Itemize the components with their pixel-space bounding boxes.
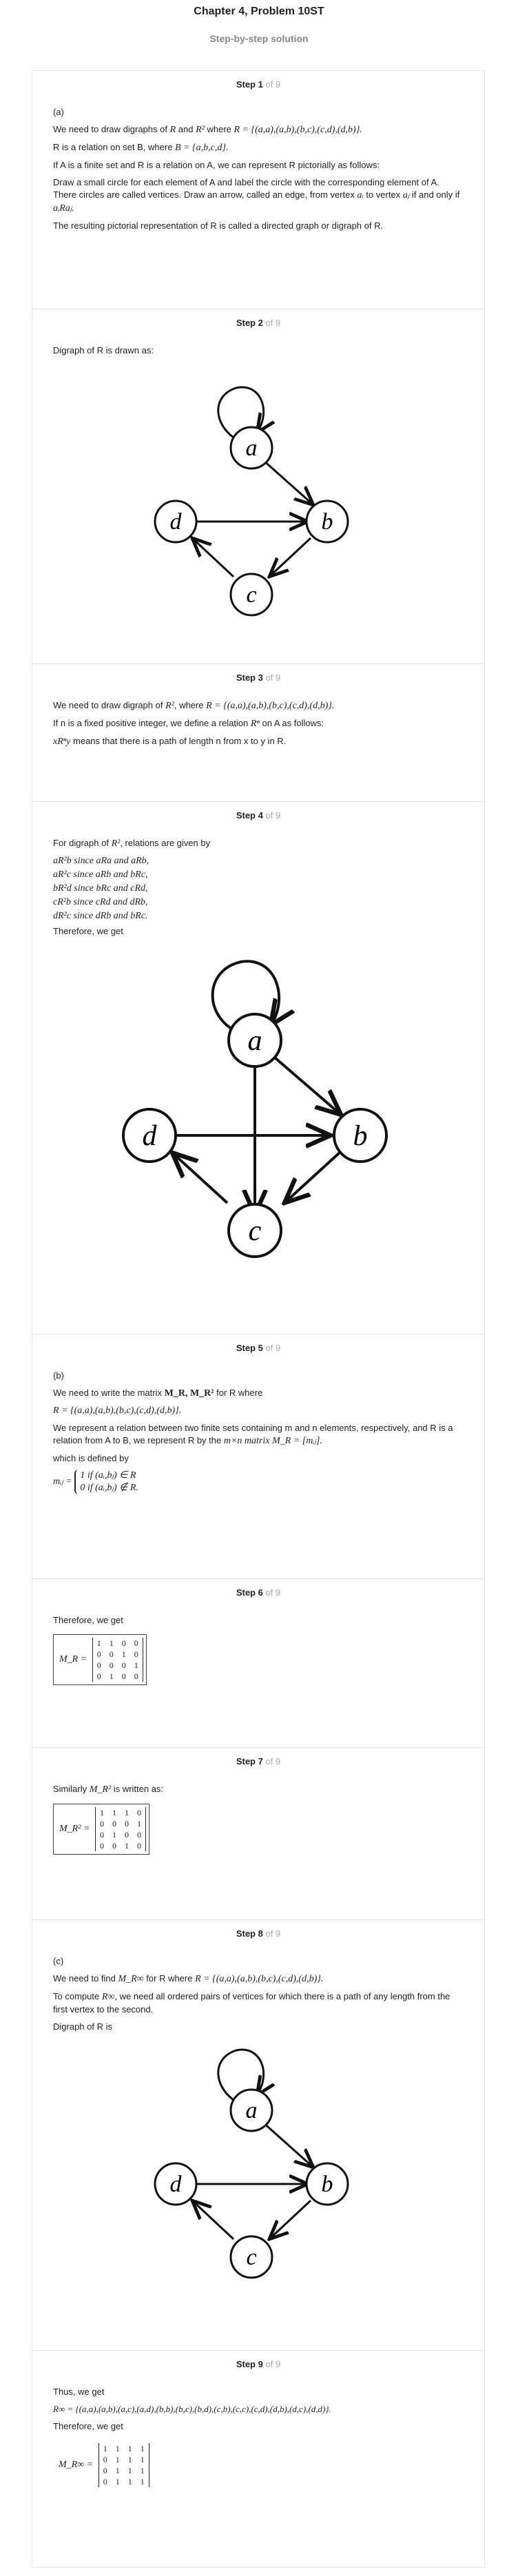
step-text: Therefore, we get xyxy=(53,1615,123,1625)
step-text: We need to draw digraph of R², where R =… xyxy=(53,700,335,711)
edge-c-d xyxy=(192,538,235,578)
node-b xyxy=(305,499,349,544)
page-title: Chapter 4, Problem 10ST xyxy=(194,6,324,17)
step-text: If n is a fixed positive integer, we def… xyxy=(53,718,324,729)
matrix-definition: mᵢⱼ = 1 if (aᵢ,bⱼ) ∈ R 0 if (aᵢ,bⱼ) ∉ R. xyxy=(53,1470,138,1494)
step-1: Step 1 of 9 (a) We need to draw digraphs… xyxy=(32,71,484,309)
step-text: We need to write the matrix M_R, M_R² fo… xyxy=(53,1388,263,1399)
node-label-d: d xyxy=(170,509,183,535)
node-a xyxy=(229,426,273,470)
node-label-c: c xyxy=(246,582,256,608)
step-text: For digraph of R², relations are given b… xyxy=(53,838,211,849)
edge-a-a xyxy=(217,386,264,442)
step-heading: Step 9 of 9 xyxy=(236,2359,281,2369)
node-c xyxy=(229,573,273,617)
step-2: Step 2 of 9 Digraph of R is drawn as: a xyxy=(32,309,484,663)
step-text: We represent a relation between two fini… xyxy=(53,1423,453,1446)
step-text: which is defined by xyxy=(53,1453,129,1463)
step-text: If A is a finite set and R is a relation… xyxy=(53,160,380,170)
step-heading: Step 8 of 9 xyxy=(236,1928,281,1939)
step-8: Step 8 of 9 (c) We need to find M_R∞ for… xyxy=(32,1919,484,2350)
step-text: Draw a small circle for each element of … xyxy=(53,177,460,214)
node-d xyxy=(154,499,198,544)
digraph-r-repeat: a b c d xyxy=(154,2048,349,2279)
part-label: (b) xyxy=(53,1370,64,1381)
step-heading: Step 7 of 9 xyxy=(236,1756,281,1766)
step-text: R is a relation on set B, where B = {a,b… xyxy=(53,142,229,153)
digraph-r: a b c d xyxy=(154,386,349,617)
step-heading: Step 1 of 9 xyxy=(236,79,281,90)
digraph-r-squared: a b c d xyxy=(122,960,388,1258)
node-label-a: a xyxy=(246,435,258,461)
step-text: Digraph of R is xyxy=(53,2021,112,2032)
step-text: To compute R∞, we need all ordered pairs… xyxy=(53,1991,450,2015)
part-label: (a) xyxy=(53,107,64,117)
step-heading: Step 6 of 9 xyxy=(236,1587,281,1598)
page-subtitle: Step-by-step solution xyxy=(209,33,309,44)
edge-a-b xyxy=(262,458,313,505)
step-heading: Step 5 of 9 xyxy=(236,1343,281,1353)
step-heading: Step 3 of 9 xyxy=(236,672,281,683)
step-text: R∞ = {(a,a),(a,b),(a,c),(a,d),(b,b),(b,c… xyxy=(53,2404,331,2414)
relation-line: bR²d since bRc and cRd, xyxy=(53,883,148,894)
relation-line: aR²c since aRb and bRc, xyxy=(53,869,148,880)
node-label-b: b xyxy=(322,2172,333,2197)
step-4: Step 4 of 9 For digraph of R², relations… xyxy=(32,801,484,1334)
step-text: The resulting pictorial representation o… xyxy=(53,220,384,231)
step-9: Step 9 of 9 Thus, we get R∞ = {(a,a),(a,… xyxy=(32,2350,484,2567)
step-text: Digraph of R is drawn as: xyxy=(53,345,154,356)
relation-line: cR²b since cRd and dRb, xyxy=(53,897,148,907)
edge-b-c xyxy=(269,537,312,577)
node-label-c: c xyxy=(246,2245,256,2270)
node-label-d: d xyxy=(170,2172,183,2197)
node-label-c: c xyxy=(249,1215,262,1247)
node-label-a: a xyxy=(248,1025,262,1057)
page-header: Chapter 4, Problem 10ST Step-by-step sol… xyxy=(0,0,518,44)
step-text: We need to draw digraphs of R and R² whe… xyxy=(53,124,362,135)
relation-line: aR²b since aRa and aRb, xyxy=(53,856,149,866)
step-heading: Step 2 of 9 xyxy=(236,318,281,328)
step-text: R = {(a,a),(a,b),(b,c),(c,d),(d,b)}. xyxy=(53,1405,182,1416)
node-label-b: b xyxy=(322,509,333,535)
node-label-d: d xyxy=(143,1120,158,1152)
step-text: Therefore, we get xyxy=(53,2421,123,2431)
solution-steps: Step 1 of 9 (a) We need to draw digraphs… xyxy=(32,70,485,2568)
step-heading: Step 4 of 9 xyxy=(236,810,281,821)
step-text: Therefore, we get xyxy=(53,926,123,936)
step-5: Step 5 of 9 (b) We need to write the mat… xyxy=(32,1334,484,1578)
step-3: Step 3 of 9 We need to draw digraph of R… xyxy=(32,663,484,801)
step-text: Thus, we get xyxy=(53,2387,105,2397)
node-label-b: b xyxy=(353,1120,368,1152)
relation-line: dR²c since dRb and bRc. xyxy=(53,911,148,921)
step-7: Step 7 of 9 Similarly M_R² is written as… xyxy=(32,1747,484,1919)
node-label-a: a xyxy=(246,2098,258,2123)
step-text: We need to find M_R∞ for R where R = {(a… xyxy=(53,1973,324,1984)
step-text: Similarly M_R² is written as: xyxy=(53,1784,164,1795)
step-text: xRⁿy means that there is a path of lengt… xyxy=(53,736,287,747)
part-label: (c) xyxy=(53,1956,64,1966)
